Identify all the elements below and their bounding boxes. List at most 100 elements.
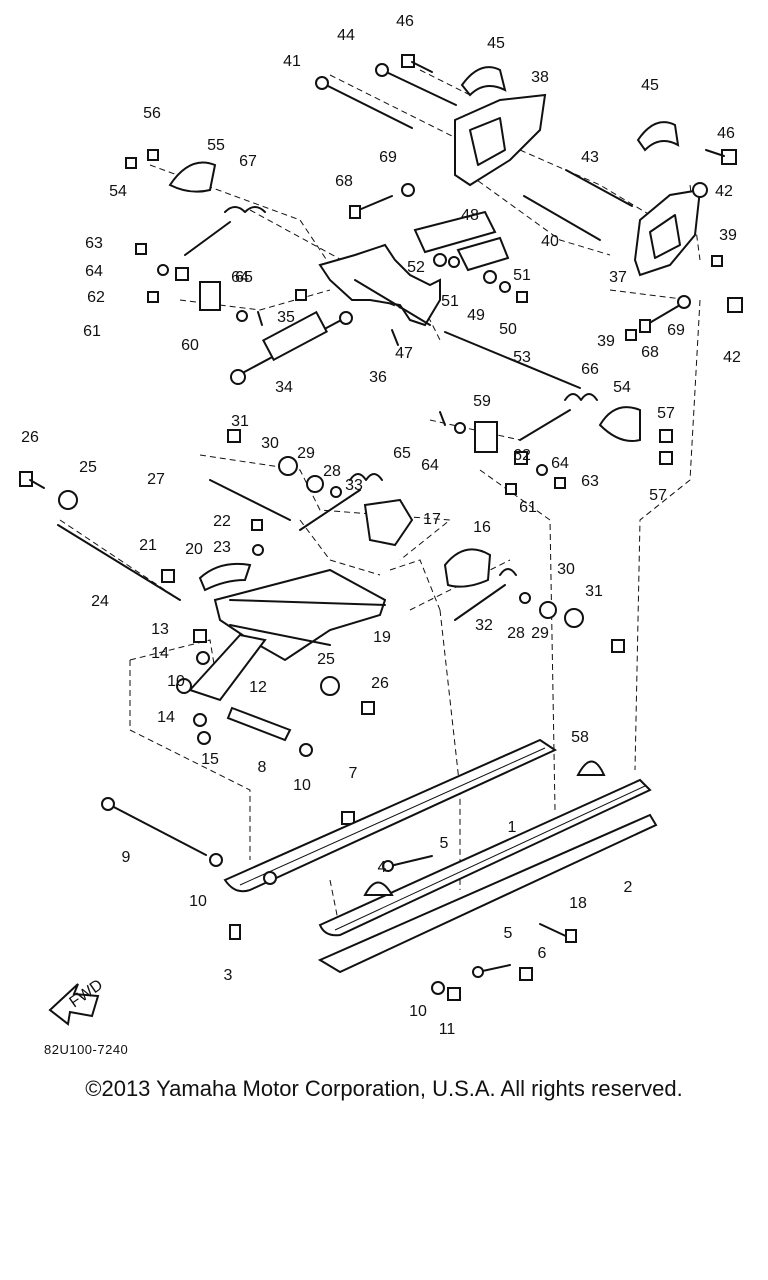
callout-4: 4 (378, 859, 387, 876)
callout-69: 69 (379, 149, 397, 166)
callout-50: 50 (499, 321, 517, 338)
plate-16 (443, 548, 492, 588)
callout-10: 10 (189, 893, 207, 910)
callout-40: 40 (541, 233, 559, 250)
shaft-43 (565, 169, 633, 207)
callout-64: 64 (551, 455, 569, 472)
callout-29: 29 (531, 625, 549, 642)
rail-left (223, 738, 558, 893)
callout-8: 8 (258, 759, 267, 776)
callout-51: 51 (441, 293, 459, 310)
plate-55 (598, 406, 641, 442)
callout-14: 14 (151, 645, 169, 662)
callout-63: 63 (581, 473, 599, 490)
rail-right (318, 778, 652, 937)
callout-31: 31 (585, 583, 603, 600)
callout-41: 41 (283, 53, 301, 70)
callout-68: 68 (335, 173, 353, 190)
callout-25: 25 (79, 459, 97, 476)
bracket-37 (633, 188, 702, 277)
callout-10: 10 (293, 777, 311, 794)
long-bolt-41 (319, 81, 413, 129)
callout-24: 24 (91, 593, 109, 610)
callout-7: 7 (349, 765, 358, 782)
callout-35: 35 (277, 309, 295, 326)
callout-9: 9 (122, 849, 131, 866)
callout-54: 54 (613, 379, 631, 396)
callout-5: 5 (440, 835, 449, 852)
callout-20: 20 (185, 541, 203, 558)
spring-33 (299, 473, 383, 531)
callout-42: 42 (723, 349, 741, 366)
callout-26: 26 (371, 675, 389, 692)
callout-25: 25 (317, 651, 335, 668)
block-59 (474, 421, 498, 453)
callout-30: 30 (557, 561, 575, 578)
lower-rails: FWD (48, 738, 658, 1026)
callout-58: 58 (571, 729, 589, 746)
callout-labels: 1234556789101010101112131414151617181920… (21, 13, 741, 1038)
callout-68: 68 (641, 344, 659, 361)
callout-52: 52 (407, 259, 425, 276)
callout-65: 65 (235, 269, 253, 286)
spring-67 (184, 206, 266, 256)
copyright-notice: ©2013 Yamaha Motor Corporation, U.S.A. A… (85, 1076, 683, 1101)
callout-3: 3 (224, 967, 233, 984)
callout-33: 33 (345, 477, 363, 494)
callout-23: 23 (213, 539, 231, 556)
callout-18: 18 (569, 895, 587, 912)
callout-61: 61 (519, 499, 537, 516)
callout-63: 63 (85, 235, 103, 252)
spring-32 (454, 568, 517, 621)
callout-57: 57 (657, 405, 675, 422)
diagram-code: 82U100-7240 (44, 1042, 129, 1057)
callout-31: 31 (231, 413, 249, 430)
shaft-40 (523, 195, 601, 241)
callout-51: 51 (513, 267, 531, 284)
callout-11: 11 (439, 1021, 456, 1038)
callout-34: 34 (275, 379, 293, 396)
bolt-9 (107, 803, 207, 856)
callout-57: 57 (649, 487, 667, 504)
callout-49: 49 (467, 307, 485, 324)
callout-45: 45 (487, 35, 505, 52)
callout-17: 17 (423, 511, 441, 528)
callout-55: 55 (207, 137, 225, 154)
block-60 (199, 281, 221, 311)
callout-37: 37 (609, 269, 627, 286)
callout-12: 12 (249, 679, 267, 696)
callout-43: 43 (581, 149, 599, 166)
callout-5: 5 (504, 925, 513, 942)
callout-10: 10 (409, 1003, 427, 1020)
shaft-27 (209, 479, 291, 521)
middle-assembly (19, 429, 625, 872)
callout-36: 36 (369, 369, 387, 386)
link-48 (413, 210, 497, 254)
callout-61: 61 (83, 323, 101, 340)
callout-10: 10 (167, 673, 185, 690)
callout-46: 46 (396, 13, 414, 30)
callout-26: 26 (21, 429, 39, 446)
callout-22: 22 (213, 513, 231, 530)
shaft-24 (57, 524, 181, 601)
callout-13: 13 (151, 621, 169, 638)
callout-29: 29 (297, 445, 315, 462)
callout-15: 15 (201, 751, 219, 768)
callout-62: 62 (513, 447, 531, 464)
callout-64: 64 (85, 263, 103, 280)
shaft-53 (444, 331, 581, 389)
callout-69: 69 (667, 322, 685, 339)
bracket-38 (454, 93, 547, 187)
callout-2: 2 (624, 879, 633, 896)
callout-6: 6 (538, 945, 547, 962)
callout-62: 62 (87, 289, 105, 306)
spring-66 (519, 393, 598, 441)
slide-2 (317, 813, 658, 974)
cap-45 (460, 66, 507, 97)
shaft-8 (226, 706, 292, 742)
callout-45: 45 (641, 77, 659, 94)
callout-66: 66 (581, 361, 599, 378)
plate-56 (168, 161, 217, 193)
callout-16: 16 (473, 519, 491, 536)
callout-44: 44 (337, 27, 355, 44)
